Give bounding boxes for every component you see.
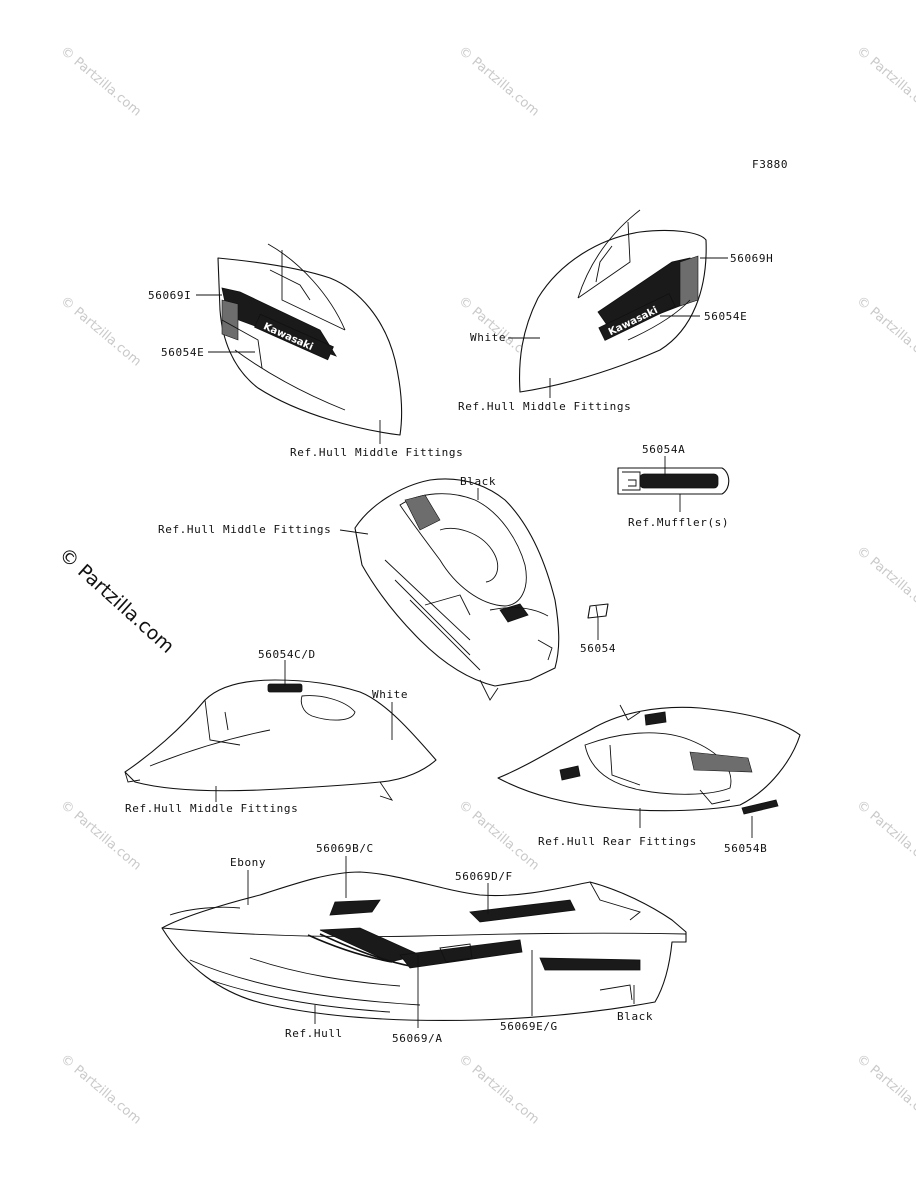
- label-ref-hull-middle-4: Ref.Hull Middle Fittings: [125, 802, 298, 815]
- label-ref-hull-middle-2: Ref.Hull Middle Fittings: [458, 400, 631, 413]
- right-side-panel: Kawasaki: [519, 209, 707, 393]
- label-white-2: White: [372, 688, 408, 701]
- watermark: © Partzilla.com: [853, 294, 916, 370]
- label-56054A: 56054A: [642, 443, 685, 456]
- label-ref-hull-rear: Ref.Hull Rear Fittings: [538, 835, 697, 848]
- watermark: © Partzilla.com: [57, 44, 143, 120]
- watermark: © Partzilla.com: [853, 1052, 916, 1128]
- left-side-panel: Kawasaki: [217, 243, 403, 436]
- label-ref-hull-middle-3: Ref.Hull Middle Fittings: [158, 523, 331, 536]
- label-56054B: 56054B: [724, 842, 767, 855]
- label-56069BC: 56069B/C: [316, 842, 374, 855]
- label-black-2: Black: [617, 1010, 653, 1023]
- watermark: © Partzilla.com: [455, 1052, 541, 1128]
- label-56054CD: 56054C/D: [258, 648, 316, 661]
- watermark: © Partzilla.com: [853, 544, 916, 620]
- label-56069A: 56069/A: [392, 1032, 443, 1045]
- watermark: © Partzilla.com: [853, 44, 916, 120]
- muffler-part: [617, 467, 730, 495]
- label-56069DF: 56069D/F: [455, 870, 513, 883]
- watermark: © Partzilla.com: [853, 798, 916, 874]
- watermark: © Partzilla.com: [57, 1052, 143, 1128]
- label-black-1: Black: [460, 475, 496, 488]
- front-cover-part: [124, 679, 437, 801]
- label-56069I: 56069I: [148, 289, 191, 302]
- label-ref-mufflers: Ref.Muffler(s): [628, 516, 729, 529]
- watermark: © Partzilla.com: [57, 294, 143, 370]
- label-ref-hull: Ref.Hull: [285, 1027, 343, 1040]
- label-56054: 56054: [580, 642, 616, 655]
- rear-deck-part: [497, 704, 801, 815]
- diagram-code: F3880: [752, 158, 788, 171]
- label-ref-hull-middle-1: Ref.Hull Middle Fittings: [290, 446, 463, 459]
- label-white-1: White: [470, 331, 506, 344]
- watermark: © Partzilla.com: [455, 44, 541, 120]
- label-56054E-left: 56054E: [161, 346, 204, 359]
- deck-part: [354, 478, 560, 701]
- watermark: © Partzilla.com: [455, 798, 541, 874]
- decal-56054: [587, 603, 609, 619]
- hull-part: [161, 871, 687, 1022]
- label-ebony: Ebony: [230, 856, 266, 869]
- label-56069EG: 56069E/G: [500, 1020, 558, 1033]
- label-56069H: 56069H: [730, 252, 773, 265]
- label-56054E-right: 56054E: [704, 310, 747, 323]
- watermark-large: © Partzilla.com: [55, 543, 179, 657]
